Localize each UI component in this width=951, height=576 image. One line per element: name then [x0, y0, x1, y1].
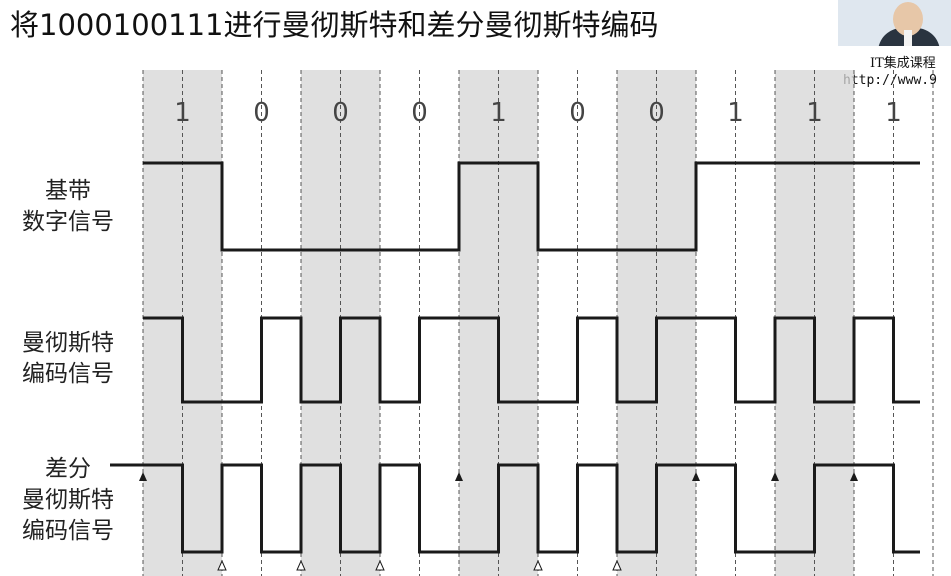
transition-marker [612, 559, 622, 571]
transition-marker [375, 559, 385, 571]
brand-name: IT集成课程 [870, 56, 936, 71]
baseband-label-line2: 数字信号 [22, 209, 114, 235]
no-transition-marker [850, 472, 858, 481]
diff-manchester-label-line1: 差分 [45, 456, 91, 482]
presenter-collar [904, 30, 912, 46]
bit-label: 0 [411, 98, 428, 128]
diff-manchester-label-line3: 编码信号 [22, 518, 114, 544]
bit-label: 1 [885, 98, 902, 128]
bit-label: 0 [332, 98, 349, 128]
presenter-thumbnail [838, 0, 951, 46]
diff-manchester-label-line2: 曼彻斯特 [22, 487, 114, 513]
manchester-label: 曼彻斯特 编码信号 [8, 328, 128, 390]
bit-label: 0 [648, 98, 665, 128]
bit-label: 1 [727, 98, 744, 128]
page-title: 将1000100111进行曼彻斯特和差分曼彻斯特编码 [10, 8, 659, 42]
bit-label: 1 [174, 98, 191, 128]
manchester-label-line2: 编码信号 [22, 361, 114, 387]
transition-marker [217, 559, 227, 571]
transition-marker [533, 559, 543, 571]
no-transition-marker [692, 472, 700, 481]
bit-label: 0 [253, 98, 270, 128]
manchester-signal [143, 316, 920, 404]
bit-label: 1 [490, 98, 507, 128]
differential-manchester-signal [110, 463, 920, 554]
baseband-label-line1: 基带 [45, 178, 91, 204]
baseband-label: 基带 数字信号 [8, 176, 128, 238]
no-transition-marker [771, 472, 779, 481]
transition-marker [296, 559, 306, 571]
brand-url: http://www.9 [843, 73, 937, 88]
no-transition-marker [139, 472, 147, 481]
baseband-signal [143, 161, 920, 252]
diff-manchester-label: 差分 曼彻斯特 编码信号 [8, 454, 128, 547]
bit-label: 1 [806, 98, 823, 128]
no-transition-marker [455, 472, 463, 481]
manchester-label-line1: 曼彻斯特 [22, 330, 114, 356]
bit-label: 0 [569, 98, 586, 128]
